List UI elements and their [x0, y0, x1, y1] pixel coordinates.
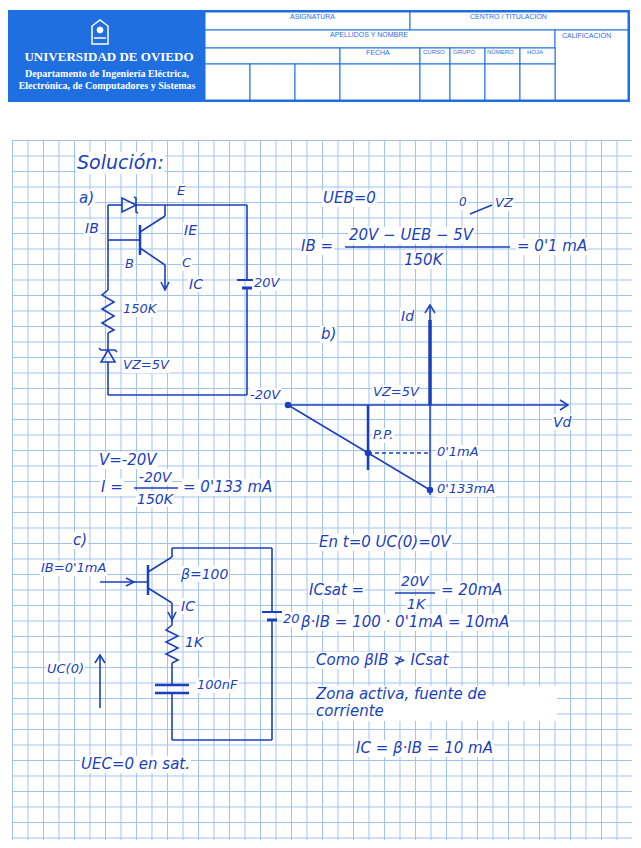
- terminal-label: E: [176, 184, 186, 199]
- equation: I =: [100, 479, 124, 496]
- equation: = 20mA: [440, 582, 503, 599]
- terminal-label: B: [124, 257, 135, 272]
- axis-value: VZ=5V: [372, 385, 420, 400]
- part-label: b): [320, 326, 337, 343]
- equation: ICsat =: [308, 582, 365, 599]
- equation: 1K: [406, 596, 426, 612]
- part-label: a): [78, 190, 95, 207]
- equation: 150K: [136, 491, 174, 507]
- circuit-a: [99, 197, 257, 395]
- equation: 20V − UEB − 5V: [348, 227, 474, 244]
- logo-title: UNIVERSIDAD DE OVIEDO: [14, 50, 204, 65]
- component-value: 100nF: [196, 678, 239, 693]
- equation: 150K: [403, 252, 443, 269]
- current-label: IB: [84, 220, 100, 236]
- circuit-c: [95, 548, 282, 740]
- axis-value: 0'133mA: [436, 482, 496, 497]
- component-value: 20V: [253, 276, 280, 291]
- note: Zona activa, fuente de corriente: [315, 686, 557, 721]
- header-field-label: FECHA: [366, 49, 390, 57]
- equation: -20V: [138, 469, 172, 485]
- axis-value: 0'1mA: [436, 445, 480, 460]
- logo-department: Departamento de Ingeniería Eléctrica, El…: [12, 68, 202, 91]
- zener-characteristic: [286, 305, 569, 495]
- equation: V=-20V: [98, 452, 158, 469]
- equation: = 0'1 mA: [516, 238, 588, 255]
- component-value: 1K: [184, 634, 204, 650]
- header-field-label: APELLIDOS Y NOMBRE: [330, 31, 408, 39]
- equation: IB =: [300, 238, 334, 255]
- voltage-label: UC(0): [46, 662, 85, 677]
- current-label: IC: [188, 276, 204, 292]
- component-value: β=100: [180, 566, 229, 582]
- terminal-label: C: [181, 256, 192, 271]
- logo-crest: [92, 20, 108, 44]
- equation: β·IB = 100 · 0'1mA = 10mA: [300, 614, 510, 631]
- current-label: IE: [183, 222, 198, 238]
- note: En t=0 UC(0)=0V: [318, 534, 452, 551]
- header-field-label: HOJA: [527, 49, 543, 56]
- header-field-label: CENTRO / TITULACIÓN: [470, 13, 547, 21]
- note: Como βIB ≯ ICsat: [315, 652, 449, 669]
- voltage-label: -20V: [249, 388, 281, 403]
- equation: VZ: [494, 196, 514, 211]
- equation: IC = β·IB = 10 mA: [355, 740, 494, 757]
- header-table: [205, 12, 628, 100]
- equation: UEB=0: [322, 190, 377, 207]
- fraction-bar: [134, 205, 510, 593]
- component-value: 150K: [122, 302, 157, 317]
- header-field-label: NÚMERO: [487, 49, 514, 56]
- axis-label: Id: [400, 308, 415, 324]
- header-field-label: GRUPO: [453, 49, 475, 56]
- current-label: IC: [180, 598, 196, 614]
- component-value: VZ=5V: [122, 358, 170, 373]
- header-band: [8, 10, 630, 102]
- equation: = 0'133 mA: [182, 479, 273, 496]
- operating-point: P.P.: [372, 428, 394, 443]
- note: UEC=0 en sat.: [80, 756, 191, 773]
- current-label: IB=0'1mA: [40, 561, 107, 576]
- axis-label: Vd: [552, 414, 572, 430]
- header-field-label: CURSO: [423, 49, 445, 56]
- heading: Solución:: [76, 152, 165, 174]
- equation: 0: [458, 196, 468, 210]
- part-label: c): [72, 532, 88, 549]
- equation: 20V: [400, 573, 429, 589]
- header-field-label: ASIGNATURA: [290, 13, 335, 21]
- header-field-label: CALIFICACIÓN: [562, 32, 611, 40]
